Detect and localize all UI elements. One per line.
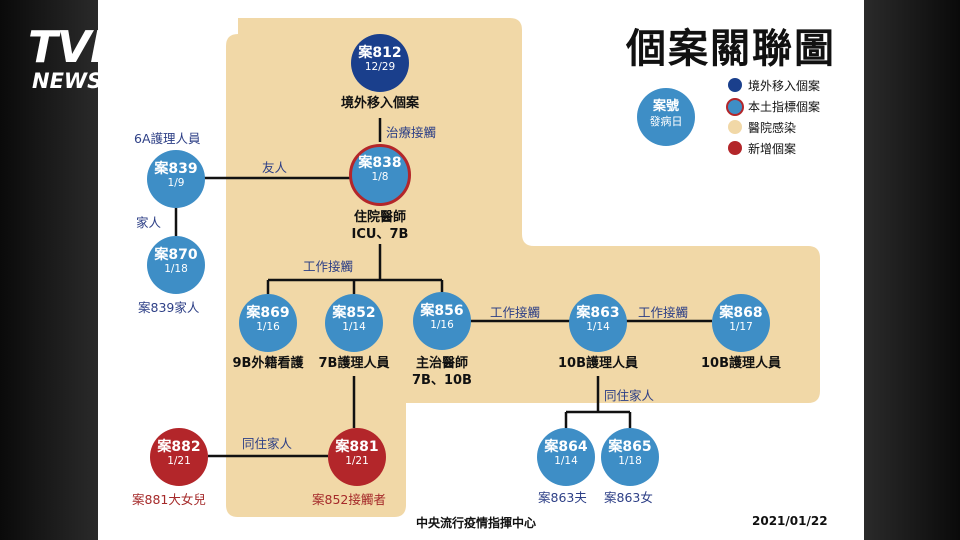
case-864-node[interactable]: 案864 1/14 (537, 428, 595, 486)
legend-hospital-swatch (728, 120, 742, 134)
legend-hospital-label: 醫院感染 (748, 121, 797, 135)
case-881-node[interactable]: 案881 1/21 (328, 428, 386, 486)
connector-layer (174, 18, 820, 517)
legend-import-label: 境外移入個案 (748, 79, 821, 93)
legend-new-label: 新增個案 (748, 142, 797, 156)
case-865-relation: 案863女 (604, 490, 653, 505)
case-881-relation: 案852接觸者 (312, 492, 386, 507)
case-869-label: 9B外籍看護 (232, 356, 304, 371)
case-882-relation: 案881大女兒 (132, 492, 206, 507)
case-856-label: 主治醫師 7B、10B (412, 356, 472, 388)
case-863-node[interactable]: 案863 1/14 (569, 294, 627, 352)
case-852-node[interactable]: 案852 1/14 (325, 294, 383, 352)
case-839-role: 6A護理人員 (134, 131, 201, 146)
relation-863-868: 工作接觸 (638, 305, 689, 320)
right-letterbox (864, 0, 960, 540)
hospital-infection-region (226, 18, 820, 517)
case-838-label: 住院醫師 ICU、7B (351, 210, 409, 242)
legend-new-swatch (728, 141, 742, 155)
case-868-node[interactable]: 案868 1/17 (712, 294, 770, 352)
case-870-relation: 案839家人 (138, 300, 200, 315)
case-852-label: 7B護理人員 (318, 356, 390, 371)
case-869-node[interactable]: 案869 1/16 (239, 294, 297, 352)
legend-import-swatch (728, 78, 742, 92)
relation-839-838: 友人 (262, 160, 288, 175)
case-865-node[interactable]: 案865 1/18 (601, 428, 659, 486)
relation-882-881: 同住家人 (242, 436, 293, 451)
case-864-relation: 案863夫 (538, 490, 587, 505)
case-839-node[interactable]: 案839 1/9 (147, 150, 205, 208)
case-870-node[interactable]: 案870 1/18 (147, 236, 205, 294)
footer-agency: 中央流行疫情指揮中心 (416, 516, 537, 530)
relation-839-870: 家人 (136, 215, 162, 230)
relation-812-838: 治療接觸 (386, 125, 437, 140)
legend-local-label: 本土指標個案 (748, 100, 821, 114)
case-882-node[interactable]: 案882 1/21 (150, 428, 208, 486)
relation-838-tree: 工作接觸 (303, 259, 354, 274)
case-838-node[interactable]: 案838 1/8 (349, 144, 411, 206)
case-856-node[interactable]: 案856 1/16 (413, 292, 471, 350)
case-812-label: 境外移入個案 (340, 96, 419, 111)
legend-local-swatch (726, 98, 744, 116)
left-letterbox (0, 0, 98, 540)
relation-856-863: 工作接觸 (490, 305, 541, 320)
diagram-canvas: 案812 12/29 境外移入個案 案838 1/8 住院醫師 ICU、7B 案… (98, 0, 864, 540)
logo-sub: NEWS (32, 69, 103, 93)
case-863-label: 10B護理人員 (558, 356, 638, 371)
relation-863-family: 同住家人 (604, 388, 655, 403)
case-812-node[interactable]: 案812 12/29 (351, 34, 409, 92)
diagram-title: 個案關聯圖 (626, 26, 836, 72)
legend-sample-node: 案號 發病日 (637, 88, 695, 146)
case-868-label: 10B護理人員 (701, 356, 781, 371)
footer-date: 2021/01/22 (752, 514, 828, 528)
